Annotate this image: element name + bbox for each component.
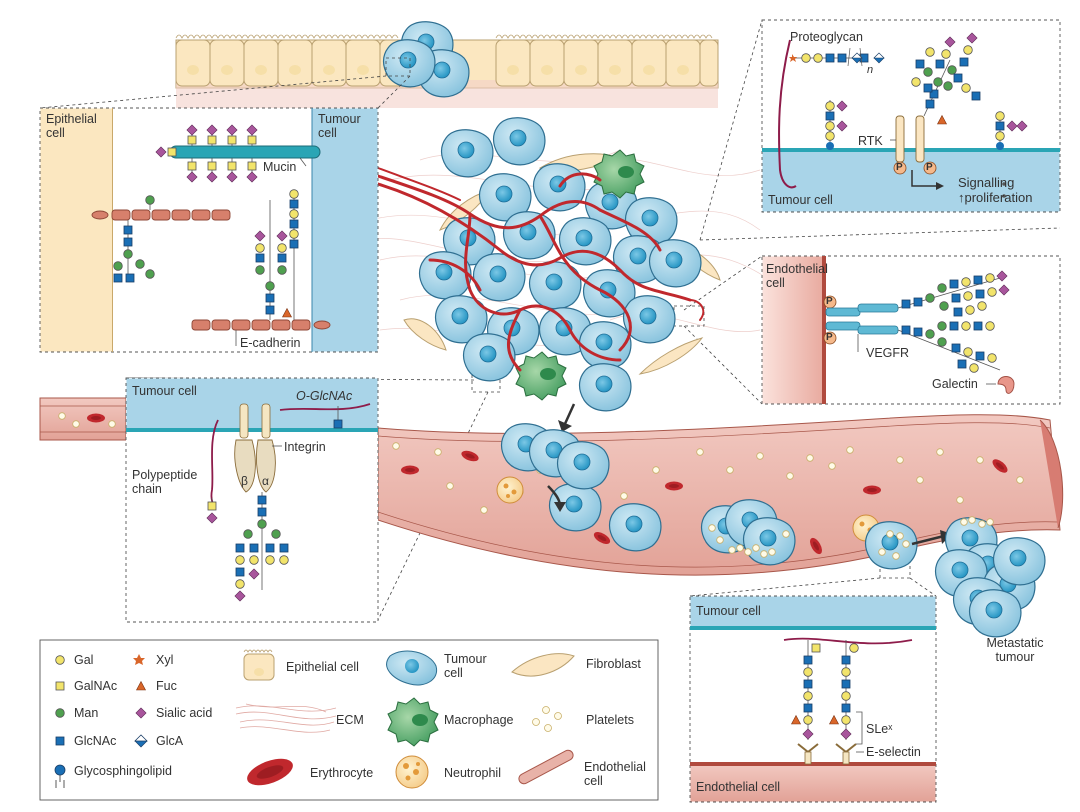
label-mucin: Mucin <box>263 160 297 174</box>
label-slex: SLeˣ <box>866 722 893 736</box>
legend-fuc: Fuc <box>156 679 177 693</box>
legend-glca: GlcA <box>156 734 184 748</box>
label-signalling: Signalling <box>958 175 1015 190</box>
blood-vessel-left <box>39 397 127 441</box>
legend-endothelial-cell: Endothelial cell <box>584 760 646 788</box>
legend-platelets: Platelets <box>586 713 634 727</box>
label-metastatic-tumour: Metastatic tumour <box>986 636 1044 664</box>
legend-tumour-cell: Tumour cell <box>444 652 487 680</box>
label-endothelial-cell-r: Endothelial cell <box>766 262 828 290</box>
legend-glycosphingolipid: Glycosphingolipid <box>74 764 172 778</box>
epithelium-top <box>175 21 719 108</box>
label-phos-2: P <box>926 162 933 173</box>
panel-vegfr <box>761 255 1061 405</box>
label-tumour-cell-ml: Tumour cell <box>132 384 197 398</box>
legend-sialic-acid: Sialic acid <box>156 706 213 720</box>
legend-epithelial-cell: Epithelial cell <box>286 660 359 674</box>
panel-integrin <box>125 377 379 623</box>
legend-gal: Gal <box>74 653 94 667</box>
legend-erythrocyte: Erythrocyte <box>310 766 374 780</box>
label-tumour-cell-tl: Tumour cell <box>318 112 361 140</box>
panel-eselectin <box>689 595 937 803</box>
label-vegfr: VEGFR <box>866 346 910 360</box>
label-o-glcnac: O-GlcNAc <box>296 389 353 403</box>
label-galectin: Galectin <box>932 377 978 391</box>
label-proteoglycan: Proteoglycan <box>790 30 863 44</box>
legend-fibroblast: Fibroblast <box>586 657 641 671</box>
legend-galnac: GalNAc <box>74 679 118 693</box>
legend-xyl: Xyl <box>156 653 174 667</box>
label-epithelial-cell: Epithelial cell <box>46 112 97 140</box>
label-n: n <box>867 64 874 76</box>
metastatic-tumour <box>934 516 1046 638</box>
panel-epithelial-tumour <box>39 107 379 353</box>
label-polypeptide-chain: Polypeptide chain <box>132 468 198 496</box>
legend-box <box>39 639 659 801</box>
legend-macrophage: Macrophage <box>444 713 514 727</box>
label-alpha: α <box>262 474 269 488</box>
label-beta: β <box>241 474 248 488</box>
legend-glcnac: GlcNAc <box>74 734 117 748</box>
panel-proteoglycan-rtk <box>761 19 1061 213</box>
label-e-selectin: E-selectin <box>866 745 921 759</box>
label-phos-3: P <box>826 296 833 307</box>
legend-man: Man <box>74 706 99 720</box>
label-phos-4: P <box>826 332 833 343</box>
primary-tumour <box>376 117 952 546</box>
label-e-cadherin: E-cadherin <box>240 336 301 350</box>
label-phos-1: P <box>896 162 903 173</box>
legend-ecm: ECM <box>336 713 364 727</box>
label-rtk: RTK <box>858 134 883 148</box>
label-tumour-cell-br: Tumour cell <box>696 604 761 618</box>
label-tumour-cell-tr: Tumour cell <box>768 193 833 207</box>
label-endothelial-cell-br: Endothelial cell <box>696 780 781 794</box>
legend-neutrophil: Neutrophil <box>444 766 501 780</box>
label-integrin: Integrin <box>284 440 326 454</box>
label-proliferation: ↑proliferation <box>958 190 1033 205</box>
